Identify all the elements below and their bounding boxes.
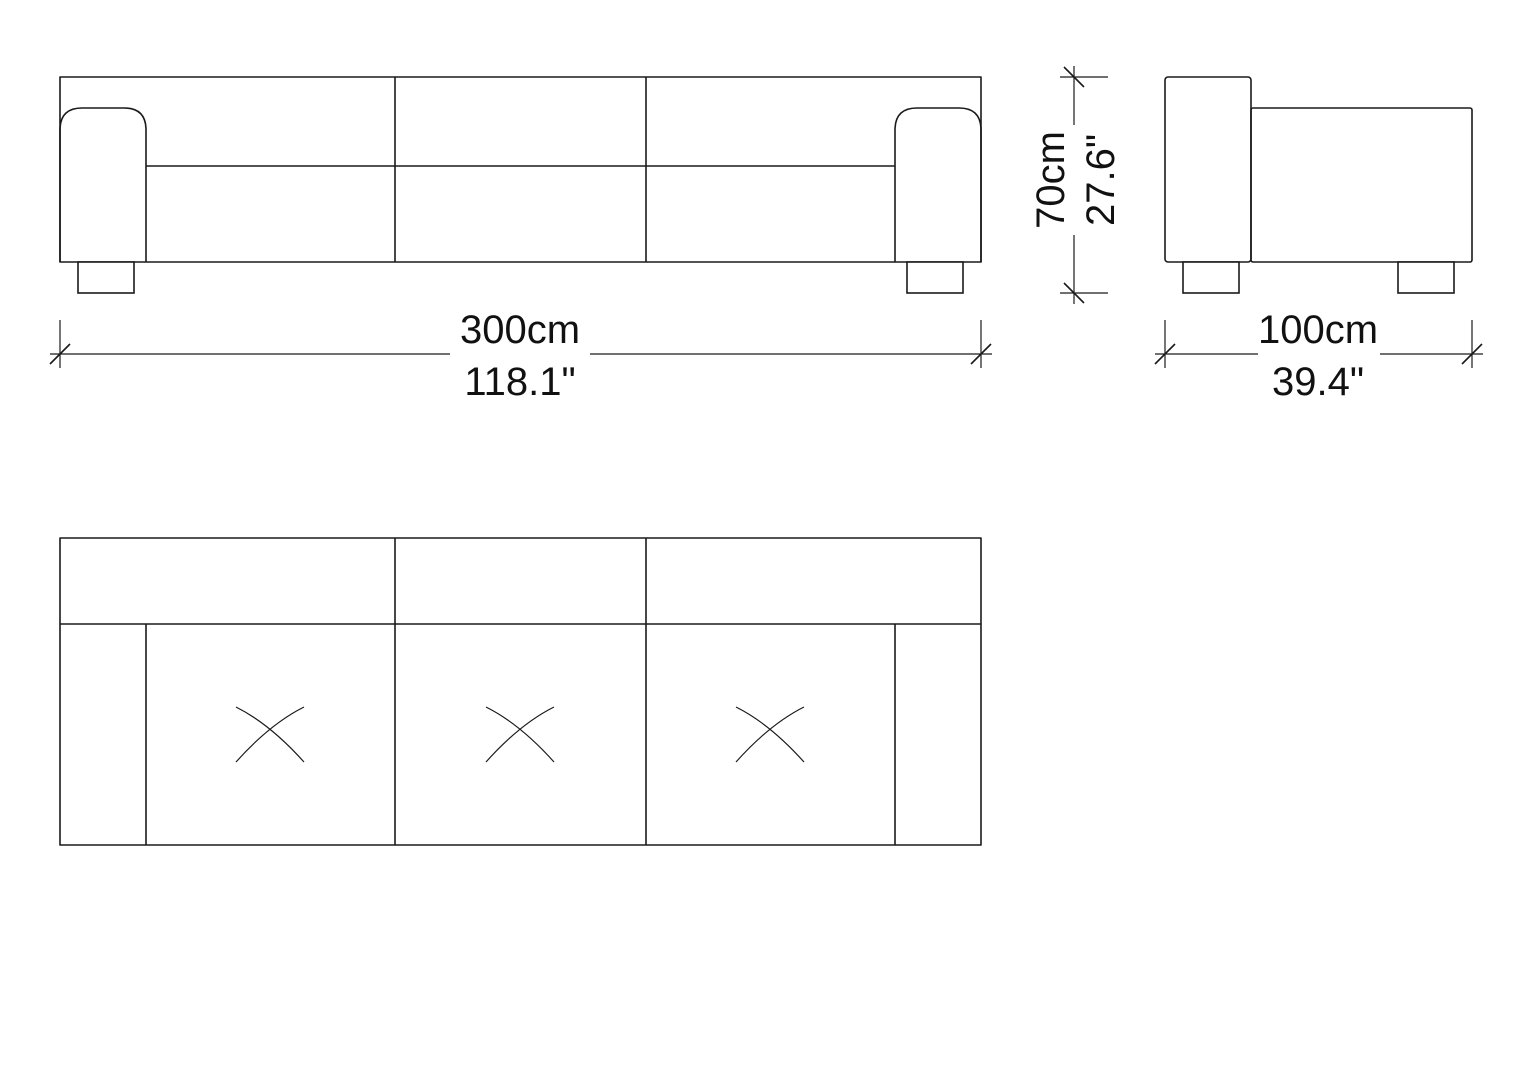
tufting-mark-3 [735,706,805,763]
depth-dimension: 100cm 39.4" [1154,308,1483,404]
height-imperial-label: 27.6" [1079,134,1123,226]
tufting-mark-2 [485,706,555,763]
top-view [59,537,982,846]
side-back-foot [1182,261,1240,294]
front-right-arm [894,107,982,262]
side-seat [1250,107,1473,263]
front-view [59,76,982,294]
front-left-arm [59,107,147,262]
side-backrest [1164,76,1252,263]
side-view [1164,76,1473,294]
width-dimension: 300cm 118.1" [49,308,992,404]
depth-metric-label: 100cm [1258,308,1378,352]
front-left-foot [77,261,135,294]
width-metric-label: 300cm [460,308,580,352]
top-outline [59,537,982,846]
height-metric-label: 70cm [1029,131,1073,229]
depth-imperial-label: 39.4" [1272,360,1364,404]
width-imperial-label: 118.1" [464,360,575,404]
side-front-foot [1397,261,1455,294]
front-backrest [59,76,982,263]
tufting-mark-1 [235,706,305,763]
height-dimension: 70cm 27.6" [1029,66,1123,304]
front-right-foot [906,261,964,294]
